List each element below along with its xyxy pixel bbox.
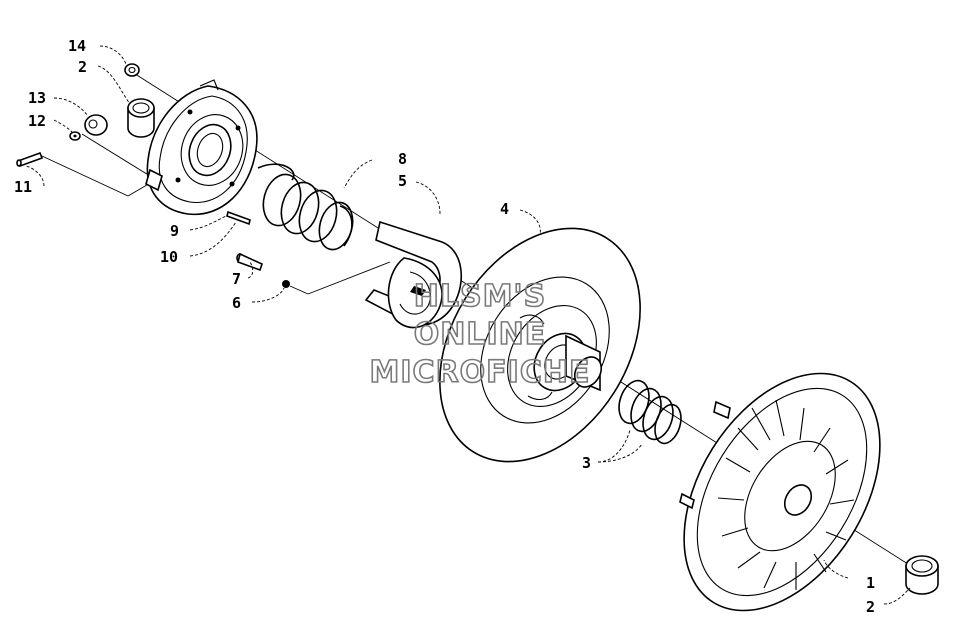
part-8-spring <box>257 163 354 251</box>
callout-14: 14 <box>68 37 86 55</box>
part-14-washer <box>124 63 140 77</box>
watermark: HLSM'S ONLINE MICROFICHE <box>369 278 591 391</box>
callouts: 14 2 13 12 11 9 10 8 5 7 6 4 3 1 2 <box>14 37 875 616</box>
cover-plate <box>145 79 258 216</box>
callout-12: 12 <box>28 112 46 130</box>
part-5-spider <box>364 220 463 329</box>
watermark-line-1: HLSM'S <box>414 279 546 314</box>
callout-1: 1 <box>866 574 875 592</box>
part-3-springs <box>618 379 682 445</box>
callout-8: 8 <box>398 150 407 168</box>
callout-7: 7 <box>232 270 241 288</box>
callout-13: 13 <box>28 89 46 107</box>
part-1-fixed-sheave <box>679 372 881 612</box>
part-6-washer <box>282 280 290 288</box>
callout-3: 3 <box>582 454 591 472</box>
callout-11: 11 <box>14 178 32 196</box>
callout-4: 4 <box>500 200 509 218</box>
part-11-pin <box>16 151 44 168</box>
part-2-bushing-bottom <box>905 555 939 595</box>
part-12-washer <box>69 131 81 141</box>
watermark-line-3: MICROFICHE <box>370 355 591 390</box>
part-7-bolt <box>236 252 263 272</box>
callout-10: 10 <box>160 248 178 266</box>
callout-5: 5 <box>398 172 407 190</box>
part-2-bushing-top <box>127 98 155 138</box>
watermark-line-2: ONLINE <box>414 317 547 352</box>
leader-lines <box>25 45 911 605</box>
callout-9: 9 <box>170 222 179 240</box>
part-4-sheave <box>439 227 641 463</box>
callout-6: 6 <box>232 294 241 312</box>
part-13-roller <box>84 114 108 136</box>
callout-2-bottom: 2 <box>866 598 875 616</box>
part-9-pin <box>226 210 251 226</box>
callout-2-top: 2 <box>78 58 87 76</box>
